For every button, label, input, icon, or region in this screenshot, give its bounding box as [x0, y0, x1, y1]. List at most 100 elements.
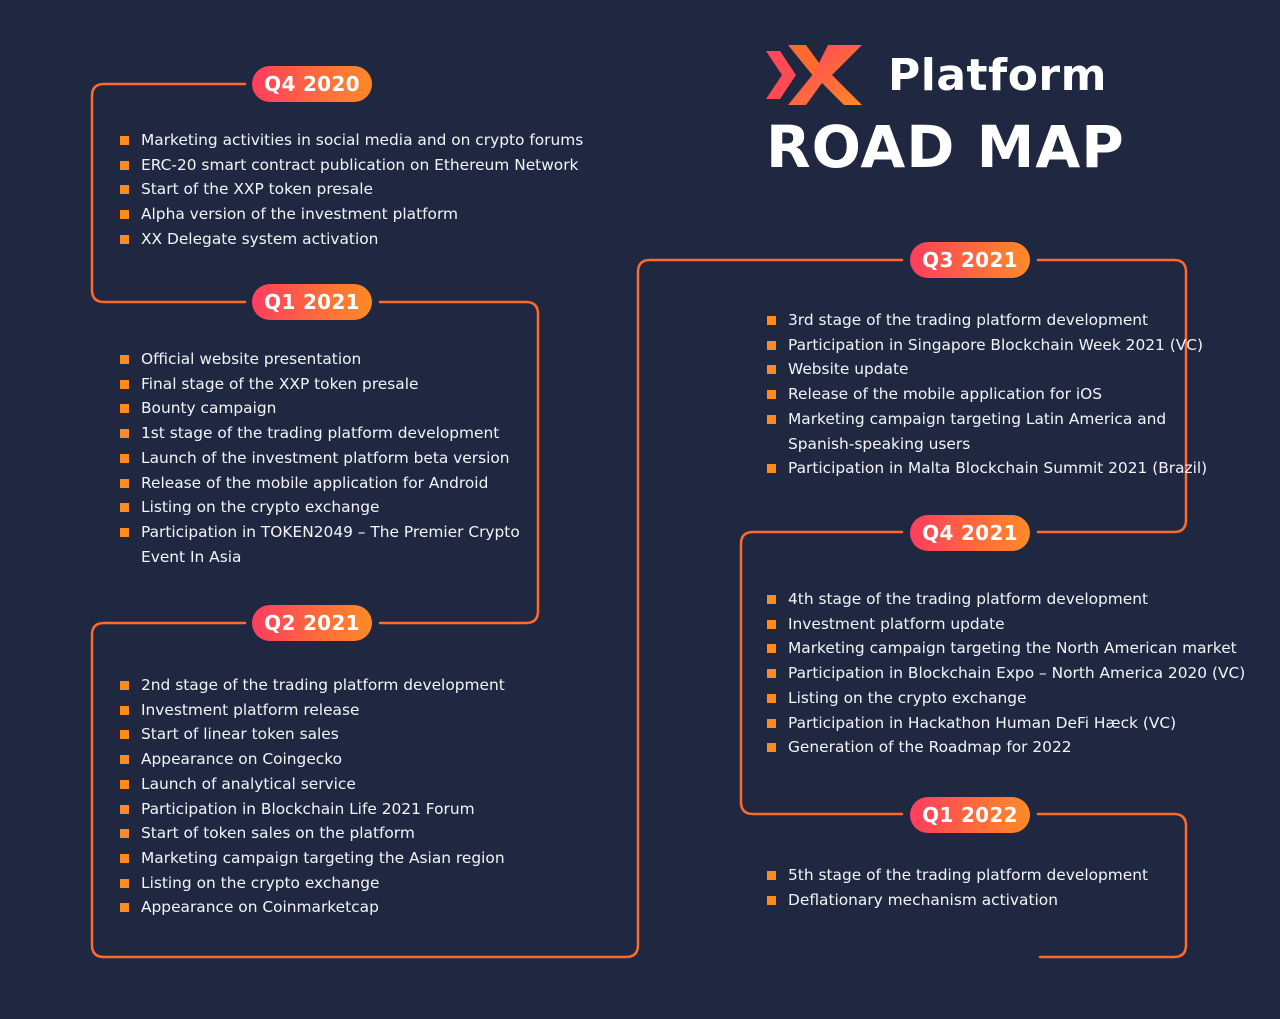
roadmap-item: Start of token sales on the platform [120, 821, 505, 846]
roadmap-item: Generation of the Roadmap for 2022 [767, 735, 1245, 760]
roadmap-item-text: Investment platform release [141, 700, 360, 719]
roadmap-item-text: Participation in TOKEN2049 – The Premier… [141, 522, 520, 541]
bullet-icon [120, 136, 129, 145]
roadmap-item-text: Launch of the investment platform beta v… [141, 448, 510, 467]
roadmap-item-text: 2nd stage of the trading platform develo… [141, 676, 505, 694]
roadmap-item-text: Event In Asia [141, 547, 242, 566]
bullet-icon [120, 730, 129, 740]
bullet-icon [120, 160, 129, 170]
roadmap-item-text: Start of token sales on the platform [141, 824, 415, 843]
phase-list-q1-2022: 5th stage of the trading platform develo… [767, 863, 1148, 912]
roadmap-item-text: 3rd stage of the trading platform develo… [788, 311, 1149, 329]
connector-q1-2021 [378, 300, 540, 625]
roadmap-item: Release of the mobile application for An… [120, 471, 520, 496]
roadmap-item: Marketing campaign targeting Latin Ameri… [767, 407, 1207, 456]
roadmap-item-text: Release of the mobile application for An… [141, 473, 489, 492]
roadmap-item: Release of the mobile application for iO… [767, 382, 1207, 407]
roadmap-item-text: Marketing campaign targeting Latin Ameri… [788, 409, 1167, 428]
bullet-icon [120, 503, 129, 513]
phase-list-q4-2020: Marketing activities in social media and… [120, 128, 583, 252]
bullet-icon [120, 853, 129, 863]
roadmap-item-text: Listing on the crypto exchange [141, 498, 380, 517]
roadmap-item-text: Official website presentation [141, 350, 362, 368]
roadmap-item-text: Listing on the crypto exchange [788, 688, 1027, 707]
roadmap-item: Official website presentation [120, 347, 520, 372]
roadmap-item-text: 1st stage of the trading platform develo… [141, 424, 500, 443]
phase-pill-q2-2021: Q2 2021 [252, 605, 372, 641]
phase-pill-q1-2022: Q1 2022 [910, 797, 1030, 833]
roadmap-item: Participation in Malta Blockchain Summit… [767, 456, 1207, 481]
roadmap-item: Participation in Hackathon Human DeFi Hæ… [767, 711, 1245, 736]
roadmap-item: Listing on the crypto exchange [120, 871, 505, 896]
roadmap-item: Investment platform release [120, 698, 505, 723]
roadmap-item-text: Participation in Hackathon Human DeFi Hæ… [788, 713, 1177, 732]
roadmap-item: Deflationary mechanism activation [767, 888, 1148, 913]
roadmap-item: Start of linear token sales [120, 722, 505, 747]
roadmap-item: 1st stage of the trading platform develo… [120, 421, 520, 446]
roadmap-item-text: Appearance on Coingecko [141, 750, 343, 769]
bullet-icon [120, 804, 129, 814]
roadmap-item: Final stage of the XXP token presale [120, 372, 520, 397]
roadmap-item-text: Alpha version of the investment platform [141, 205, 458, 224]
roadmap-item-text: ERC-20 smart contract publication on Eth… [141, 155, 579, 174]
roadmap-item-text: 5th stage of the trading platform develo… [788, 866, 1149, 884]
roadmap-item: Appearance on Coingecko [120, 747, 505, 772]
phase-list-q4-2021: 4th stage of the trading platform develo… [767, 587, 1245, 760]
roadmap-item: Bounty campaign [120, 396, 520, 421]
bullet-icon [767, 895, 776, 905]
bullet-icon [120, 234, 129, 244]
roadmap-item-text: Appearance on Coinmarketcap [141, 898, 379, 917]
roadmap-item: Listing on the crypto exchange [120, 495, 520, 520]
bullet-icon [767, 316, 776, 325]
bullet-icon [767, 718, 776, 728]
connector-q4-2021 [739, 530, 904, 816]
roadmap-item-text: Start of the XXP token presale [141, 180, 373, 199]
bullet-icon [120, 903, 129, 913]
bullet-icon [120, 878, 129, 888]
roadmap-item-text: Release of the mobile application for iO… [788, 385, 1102, 404]
roadmap-item-text: Deflationary mechanism activation [788, 890, 1058, 909]
roadmap-item-text: Investment platform update [788, 614, 1005, 633]
xx-logo-icon [766, 45, 862, 105]
roadmap-item-text: Website update [788, 360, 909, 379]
roadmap-item: Website update [767, 357, 1207, 382]
bullet-icon [120, 755, 129, 765]
roadmap-item-text: Marketing campaign targeting the Asian r… [141, 848, 505, 867]
bullet-icon [767, 669, 776, 679]
phase-pill-q4-2020: Q4 2020 [252, 66, 372, 102]
connector-q1-2022 [1036, 812, 1188, 959]
phase-list-q2-2021: 2nd stage of the trading platform develo… [120, 673, 505, 920]
phase-pill-q4-2021: Q4 2021 [910, 515, 1030, 551]
roadmap-item: 4th stage of the trading platform develo… [767, 587, 1245, 612]
bullet-icon [767, 644, 776, 654]
roadmap-item: Participation in Blockchain Life 2021 Fo… [120, 797, 505, 822]
roadmap-item: Participation in TOKEN2049 – The Premier… [120, 520, 520, 569]
roadmap-item: Participation in Blockchain Expo – North… [767, 661, 1245, 686]
roadmap-item: Investment platform update [767, 612, 1245, 637]
bullet-icon [767, 340, 776, 350]
bullet-icon [767, 595, 776, 604]
bullet-icon [767, 390, 776, 400]
roadmap-item-text: Generation of the Roadmap for 2022 [788, 738, 1072, 757]
bullet-icon [120, 379, 129, 389]
roadmap-item: 2nd stage of the trading platform develo… [120, 673, 505, 698]
roadmap-item-text: Participation in Singapore Blockchain We… [788, 335, 1204, 354]
bullet-icon [767, 693, 776, 703]
roadmap-item-text: Participation in Blockchain Life 2021 Fo… [141, 799, 475, 818]
connector-q4-2020 [90, 82, 247, 304]
bullet-icon [120, 478, 129, 488]
roadmap-item: Marketing activities in social media and… [120, 128, 583, 153]
roadmap-item: Marketing campaign targeting the Asian r… [120, 846, 505, 871]
bullet-icon [767, 414, 776, 424]
bullet-icon [767, 464, 776, 474]
bullet-icon [120, 404, 129, 414]
roadmap-item-text: Listing on the crypto exchange [141, 873, 380, 892]
roadmap-item: Launch of analytical service [120, 772, 505, 797]
bullet-icon [120, 185, 129, 195]
bullet-icon [767, 743, 776, 753]
connector-q3-2021 [1036, 258, 1188, 534]
roadmap-item: Participation in Singapore Blockchain We… [767, 333, 1207, 358]
roadmap-item: Launch of the investment platform beta v… [120, 446, 520, 471]
roadmap-item-text: Launch of analytical service [141, 774, 356, 793]
